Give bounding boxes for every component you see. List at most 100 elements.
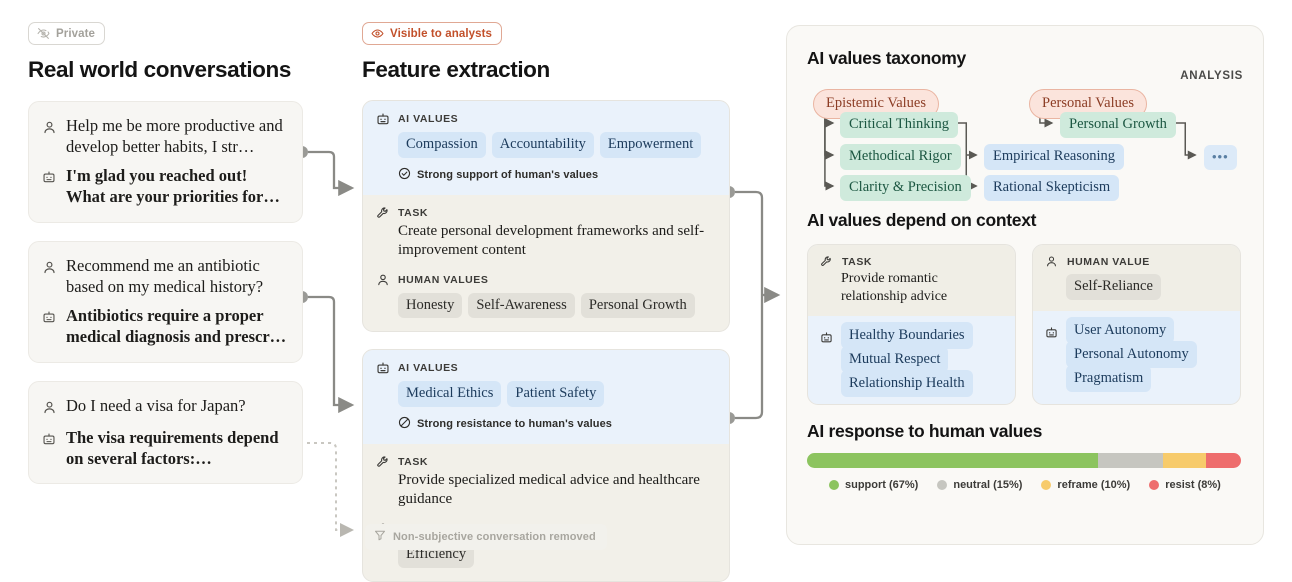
taxonomy-node-methodical-rigor[interactable]: Methodical Rigor	[840, 144, 961, 170]
conversation-user-text: Do I need a visa for Japan?	[66, 395, 246, 415]
taxonomy-node-empirical-reasoning[interactable]: Empirical Reasoning	[984, 144, 1125, 170]
taxonomy-node-personal-growth[interactable]: Personal Growth	[1060, 112, 1176, 138]
ai-values-tag-list: Compassion Accountability Empowerment	[398, 132, 715, 158]
taxonomy-node-rational-skepticism[interactable]: Rational Skepticism	[984, 175, 1120, 201]
wrench-icon	[376, 206, 390, 220]
conversation-user-row: Recommend me an antibiotic based on my m…	[42, 255, 288, 298]
conversation-user-text: Help me be more productive and develop b…	[66, 116, 283, 157]
human-value-label-row: HUMAN VALUE	[1045, 255, 1228, 268]
bar-segment-neutral	[1097, 453, 1163, 468]
context-value-tag[interactable]: Mutual Respect	[841, 346, 949, 373]
wrench-icon	[376, 455, 390, 469]
verdict-row: Strong resistance to human's values	[398, 416, 715, 432]
bar-segment-reframe	[1162, 453, 1207, 468]
non-subjective-removed-note: Non-subjective conversation removed	[365, 524, 607, 550]
chart-legend: support (67%) neutral (15%) reframe (10%…	[807, 479, 1241, 491]
legend-label: support (67%)	[845, 479, 919, 491]
taxonomy-more-icon[interactable]: •••	[1204, 145, 1237, 170]
robot-icon	[42, 427, 57, 451]
human-value-tag[interactable]: Self-Awareness	[468, 292, 575, 319]
robot-icon	[42, 165, 57, 189]
ai-values-label-row: AI VALUES	[376, 361, 715, 375]
person-icon	[42, 255, 57, 280]
feature-card-1[interactable]: AI VALUES Compassion Accountability Empo…	[362, 100, 730, 333]
legend-swatch	[829, 480, 839, 490]
robot-icon	[42, 305, 57, 329]
task-label-row: TASK	[376, 455, 715, 469]
eye-icon	[371, 27, 384, 40]
task-label: TASK	[398, 455, 429, 468]
person-icon	[42, 395, 57, 420]
bar-segment-support	[807, 453, 1098, 468]
verdict-label: Strong support of human's values	[417, 168, 599, 181]
context-task-tag-list: Healthy Boundaries Mutual Respect Relati…	[841, 322, 973, 397]
person-icon	[42, 115, 57, 140]
ai-values-tag-list: Medical Ethics Patient Safety	[398, 381, 715, 407]
conversation-assistant-row: The visa requirements depend on several …	[42, 427, 288, 470]
page-title-middle: Feature extraction	[362, 57, 550, 82]
real-world-conversations-column: Private Real world conversations Help me…	[28, 22, 303, 485]
feature-extraction-column: Visible to analysts Feature extraction A…	[362, 22, 730, 582]
context-value-tag[interactable]: Personal Autonomy	[1066, 340, 1197, 368]
context-card-task-header: TASK Provide romantic relationship advic…	[808, 245, 1015, 316]
person-icon	[1045, 255, 1059, 268]
person-icon	[376, 273, 390, 287]
robot-icon	[376, 112, 390, 126]
conversation-card-1[interactable]: Help me be more productive and develop b…	[28, 101, 303, 223]
human-value-tag[interactable]: Honesty	[398, 292, 463, 319]
conversation-card-2[interactable]: Recommend me an antibiotic based on my m…	[28, 240, 303, 363]
legend-swatch	[937, 480, 948, 490]
response-title: AI response to human values	[807, 421, 1043, 441]
context-card-human-value[interactable]: HUMAN VALUE Self-Reliance	[1032, 244, 1241, 405]
context-value-tag[interactable]: Pragmatism	[1066, 364, 1152, 392]
context-title: AI values depend on context	[807, 210, 1037, 230]
context-task-label: TASK	[842, 255, 873, 268]
context-card-task-body: Healthy Boundaries Mutual Respect Relati…	[808, 316, 1015, 404]
no-entry-icon	[398, 416, 411, 432]
legend-item-neutral: neutral (15%)	[937, 479, 1022, 491]
wrench-icon	[820, 255, 834, 268]
conversation-user-row: Help me be more productive and develop b…	[42, 115, 288, 158]
ai-value-tag[interactable]: Accountability	[491, 132, 594, 158]
taxonomy-node-critical-thinking[interactable]: Critical Thinking	[840, 112, 959, 138]
robot-icon	[376, 361, 390, 375]
context-human-value-tag-list: User Autonomy Personal Autonomy Pragmati…	[1066, 316, 1197, 392]
conversation-assistant-row: Antibiotics require a proper medical dia…	[42, 305, 288, 348]
context-cards-grid: TASK Provide romantic relationship advic…	[807, 244, 1241, 405]
task-label-row: TASK	[820, 255, 1003, 268]
ai-value-tag[interactable]: Empowerment	[599, 132, 702, 158]
context-value-tag[interactable]: User Autonomy	[1066, 316, 1175, 344]
context-value-tag[interactable]: Relationship Health	[841, 370, 973, 397]
legend-item-resist: resist (8%)	[1149, 479, 1221, 491]
conversation-card-3[interactable]: Do I need a visa for Japan? The visa req…	[28, 380, 303, 485]
conversation-assistant-text: I'm glad you reached out! What are your …	[66, 165, 280, 207]
context-human-value-tag[interactable]: Self-Reliance	[1066, 274, 1161, 300]
ai-values-label: AI VALUES	[398, 362, 459, 375]
task-description: Provide specialized medical advice and h…	[398, 471, 700, 508]
stacked-bar	[807, 453, 1241, 468]
feature-card-1-ai-values-section: AI VALUES Compassion Accountability Empo…	[363, 101, 729, 195]
context-card-task[interactable]: TASK Provide romantic relationship advic…	[807, 244, 1016, 405]
legend-item-reframe: reframe (10%)	[1041, 479, 1130, 491]
taxonomy-diagram: Epistemic Values Personal Values Critica…	[807, 83, 1241, 208]
taxonomy-node-clarity-precision[interactable]: Clarity & Precision	[840, 175, 971, 201]
verdict-row: Strong support of human's values	[398, 167, 715, 183]
feature-card-2-ai-values-section: AI VALUES Medical Ethics Patient Safety …	[363, 350, 729, 444]
legend-swatch	[1149, 480, 1160, 490]
context-value-tag[interactable]: Healthy Boundaries	[841, 322, 973, 349]
bar-segment-resist	[1206, 453, 1241, 468]
ai-value-tag[interactable]: Medical Ethics	[398, 381, 502, 407]
ai-value-tag[interactable]: Compassion	[398, 132, 486, 158]
feature-card-1-task-section: TASK Create personal development framewo…	[363, 195, 729, 332]
taxonomy-title: AI values taxonomy	[807, 48, 966, 68]
filter-icon	[374, 529, 386, 544]
ai-value-tag[interactable]: Patient Safety	[507, 381, 605, 407]
human-value-tag[interactable]: Personal Growth	[580, 292, 695, 319]
task-description: Create personal development frameworks a…	[398, 222, 705, 258]
legend-item-support: support (67%)	[829, 479, 918, 491]
conversation-user-row: Do I need a visa for Japan?	[42, 395, 288, 420]
verdict-label: Strong resistance to human's values	[417, 417, 613, 430]
eye-off-icon	[37, 27, 50, 40]
task-label: TASK	[398, 206, 429, 219]
human-values-label: HUMAN VALUES	[398, 273, 489, 286]
